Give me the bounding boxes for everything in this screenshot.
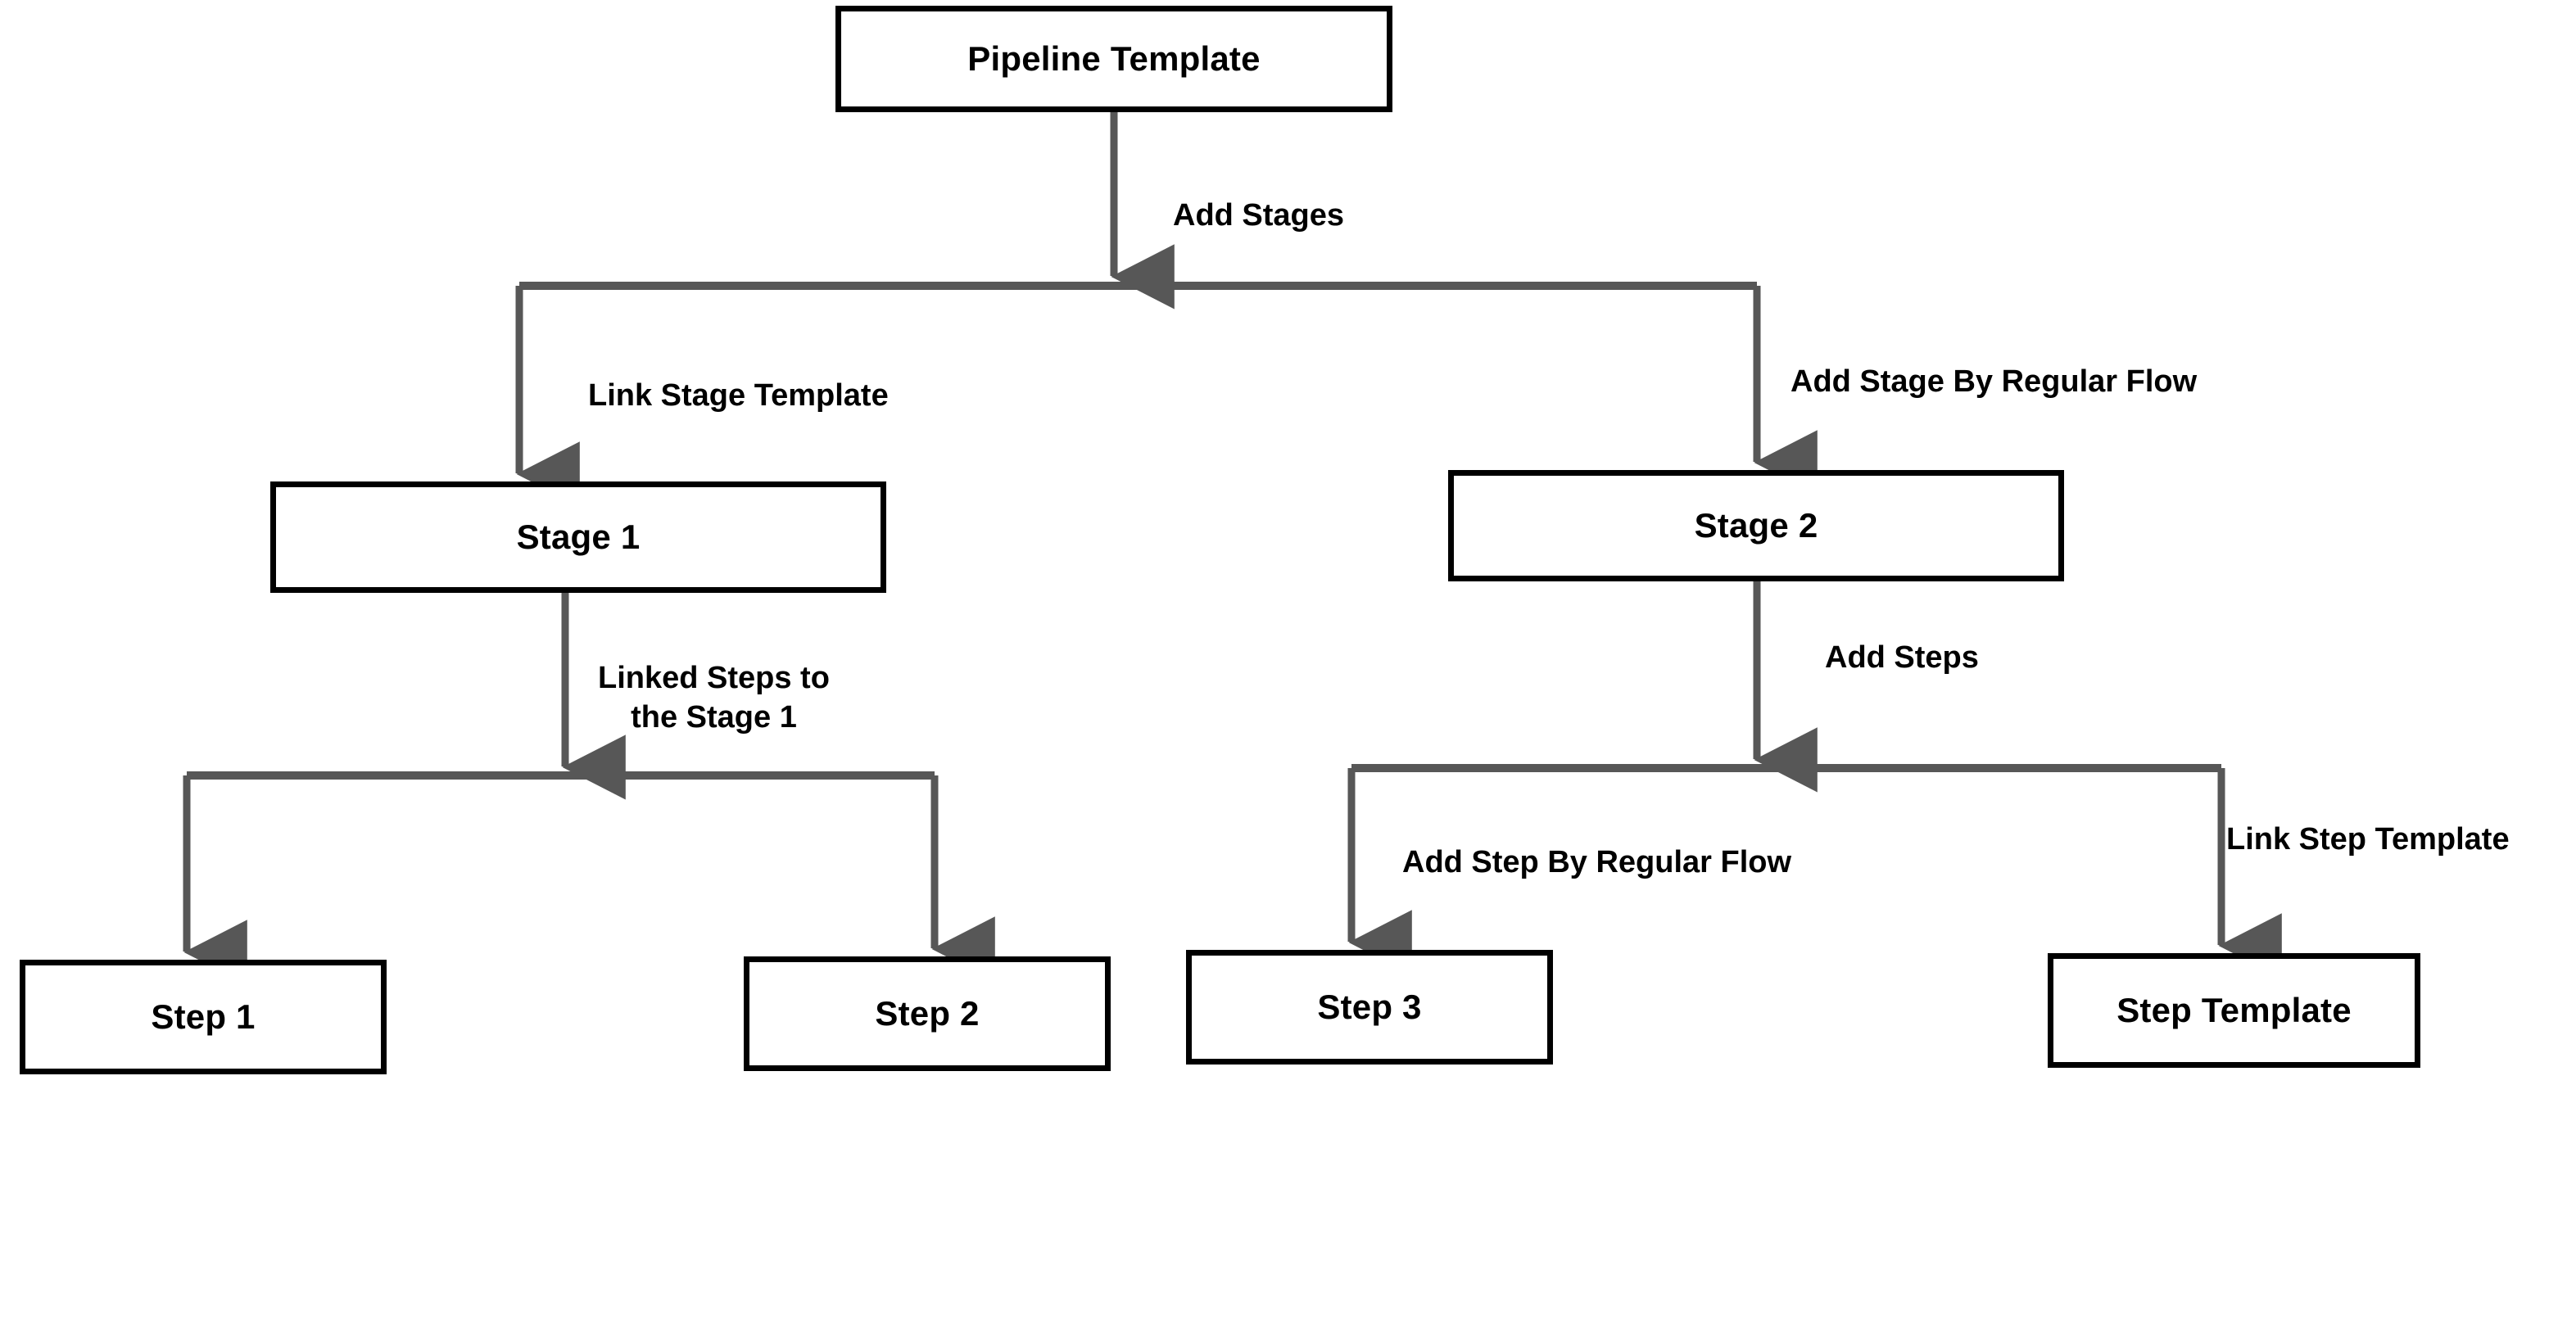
node-stage-2-label: Stage 2 — [1694, 505, 1818, 545]
node-stage-1-label: Stage 1 — [516, 517, 641, 556]
node-step-3[interactable]: Step 3 — [1186, 950, 1553, 1065]
node-step-2-label: Step 2 — [875, 993, 980, 1033]
node-step-1-label: Step 1 — [151, 997, 256, 1036]
node-step-1[interactable]: Step 1 — [20, 960, 387, 1074]
edge-label-link-step-template: Link Step Template — [2226, 822, 2510, 857]
node-pipeline-template-label: Pipeline Template — [967, 38, 1261, 78]
edge-label-link-stage-template: Link Stage Template — [588, 378, 889, 413]
edge-label-linked-steps-to-the-stage-1: Linked Steps to the Stage 1 — [598, 661, 830, 735]
node-step-2[interactable]: Step 2 — [744, 956, 1111, 1071]
edge-label-add-step-by-regular-flow: Add Step By Regular Flow — [1402, 845, 1792, 879]
node-step-3-label: Step 3 — [1317, 987, 1422, 1026]
node-pipeline-template[interactable]: Pipeline Template — [835, 6, 1392, 112]
node-stage-2[interactable]: Stage 2 — [1448, 470, 2064, 581]
node-step-template-label: Step Template — [2116, 990, 2352, 1029]
node-step-template[interactable]: Step Template — [2048, 953, 2420, 1068]
edge-label-add-stages: Add Stages — [1173, 198, 1345, 233]
edge-label-add-stage-by-regular-flow: Add Stage By Regular Flow — [1791, 364, 2198, 399]
edge-label-add-steps: Add Steps — [1825, 640, 1979, 675]
node-stage-1[interactable]: Stage 1 — [270, 481, 886, 593]
